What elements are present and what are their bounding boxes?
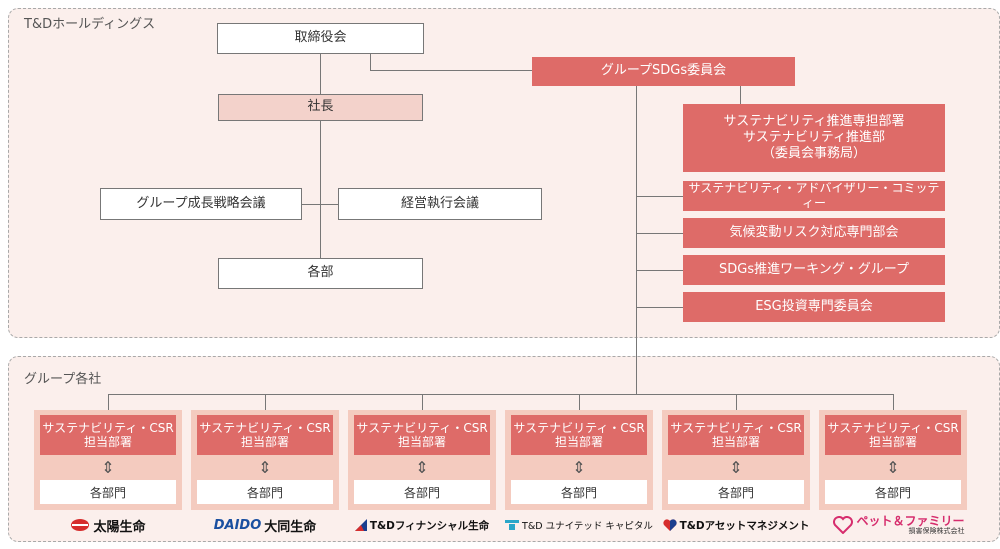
company-drop-6 [893,394,894,410]
company-card: サステナビリティ・CSR 担当部署 ⇕ 各部門 [348,410,496,510]
pet-and-family-subtitle: 損害保険株式会社 [908,526,965,535]
daido-life-logo-text: 大同生命 [264,519,317,535]
committee-secretariat-line [740,86,741,104]
climate-risk-subcommittee-box: 気候変動リスク対応専門部会 [683,218,945,248]
management-meeting-box: 経営執行会議 [338,188,542,220]
holdings-panel-label: T&Dホールディングス [24,17,156,32]
bidirectional-arrow-icon: ⇕ [101,457,115,477]
taiyo-life-logo: 太陽生命 [34,514,182,536]
branch-line-2 [636,233,683,234]
board-box: 取締役会 [217,23,424,54]
committee-trunk-line [636,86,637,394]
bidirectional-arrow-icon: ⇕ [572,457,586,477]
bidirectional-arrow-icon: ⇕ [886,457,900,477]
pet-and-family-logo: ペット＆ファミリー 損害保険株式会社 [819,510,979,540]
bidirectional-arrow-icon: ⇕ [415,457,429,477]
secretariat-box: サステナビリティ推進専担部署 サステナビリティ推進部 （委員会事務局） [683,104,945,172]
group-growth-meeting-box: グループ成長戦略会議 [100,188,302,220]
csr-department-box: サステナビリティ・CSR 担当部署 [40,415,176,455]
td-united-capital-logo-text: T&D ユナイテッド キャピタル [522,521,653,532]
csr-department-box: サステナビリティ・CSR 担当部署 [668,415,804,455]
holdings-panel [8,8,1000,338]
branch-line-3 [636,270,683,271]
departments-box: 各部 [218,258,423,289]
company-card: サステナビリティ・CSR 担当部署 ⇕ 各部門 [191,410,339,510]
units-box: 各部門 [197,480,333,504]
pet-heart-icon [833,516,854,534]
td-financial-life-logo-text: T&Dフィナンシャル生命 [369,519,490,532]
daido-life-logo: DAIDO 大同生命 [191,512,339,538]
csr-department-box: サステナビリティ・CSR 担当部署 [511,415,647,455]
csr-department-box: サステナビリティ・CSR 担当部署 [825,415,961,455]
td-united-capital-logo: T&D ユナイテッド キャピタル [505,514,653,536]
board-president-line [320,54,321,94]
heart-icon [662,518,677,531]
company-card: サステナビリティ・CSR 担当部署 ⇕ 各部門 [662,410,810,510]
units-box: 各部門 [40,480,176,504]
td-financial-life-logo: T&Dフィナンシャル生命 [348,514,496,536]
president-departments-line [320,121,321,258]
branch-line-4 [636,307,683,308]
company-drop-3 [422,394,423,410]
taiyo-sun-icon [71,519,90,531]
company-card: サステナビリティ・CSR 担当部署 ⇕ 各部門 [34,410,182,510]
company-card: サステナビリティ・CSR 担当部署 ⇕ 各部門 [505,410,653,510]
esg-investment-committee-box: ESG投資専門委員会 [683,292,945,322]
company-drop-2 [265,394,266,410]
csr-department-box: サステナビリティ・CSR 担当部署 [197,415,333,455]
daido-mark: DAIDO [213,517,262,533]
company-distribution-line [108,394,893,395]
company-drop-5 [736,394,737,410]
units-box: 各部門 [825,480,961,504]
company-card: サステナビリティ・CSR 担当部署 ⇕ 各部門 [819,410,967,510]
td-financial-mark-icon [354,519,367,531]
bidirectional-arrow-icon: ⇕ [258,457,272,477]
td-asset-management-logo: T&Dアセットマネジメント [662,514,810,536]
company-drop-4 [579,394,580,410]
td-asset-management-logo-text: T&Dアセットマネジメント [679,519,810,532]
pet-and-family-text-group: ペット＆ファミリー 損害保険株式会社 [856,513,965,536]
group-panel-label: グループ各社 [24,372,102,387]
taiyo-life-logo-text: 太陽生命 [93,519,146,535]
branch-line-1 [636,196,683,197]
units-box: 各部門 [354,480,490,504]
units-box: 各部門 [668,480,804,504]
board-committee-v-line [370,54,371,70]
bidirectional-arrow-icon: ⇕ [729,457,743,477]
units-box: 各部門 [511,480,647,504]
td-united-mark-icon [505,520,520,530]
pet-and-family-logo-text: ペット＆ファミリー [856,513,965,528]
sdgs-committee-box: グループSDGs委員会 [532,57,795,86]
advisory-committee-box: サステナビリティ・アドバイザリー・コミッティー [683,181,945,211]
meetings-horizontal-line [302,204,338,205]
csr-department-box: サステナビリティ・CSR 担当部署 [354,415,490,455]
president-box: 社長 [218,94,423,121]
sdgs-working-group-box: SDGs推進ワーキング・グループ [683,255,945,285]
board-committee-h-line [370,70,532,71]
company-drop-1 [108,394,109,410]
